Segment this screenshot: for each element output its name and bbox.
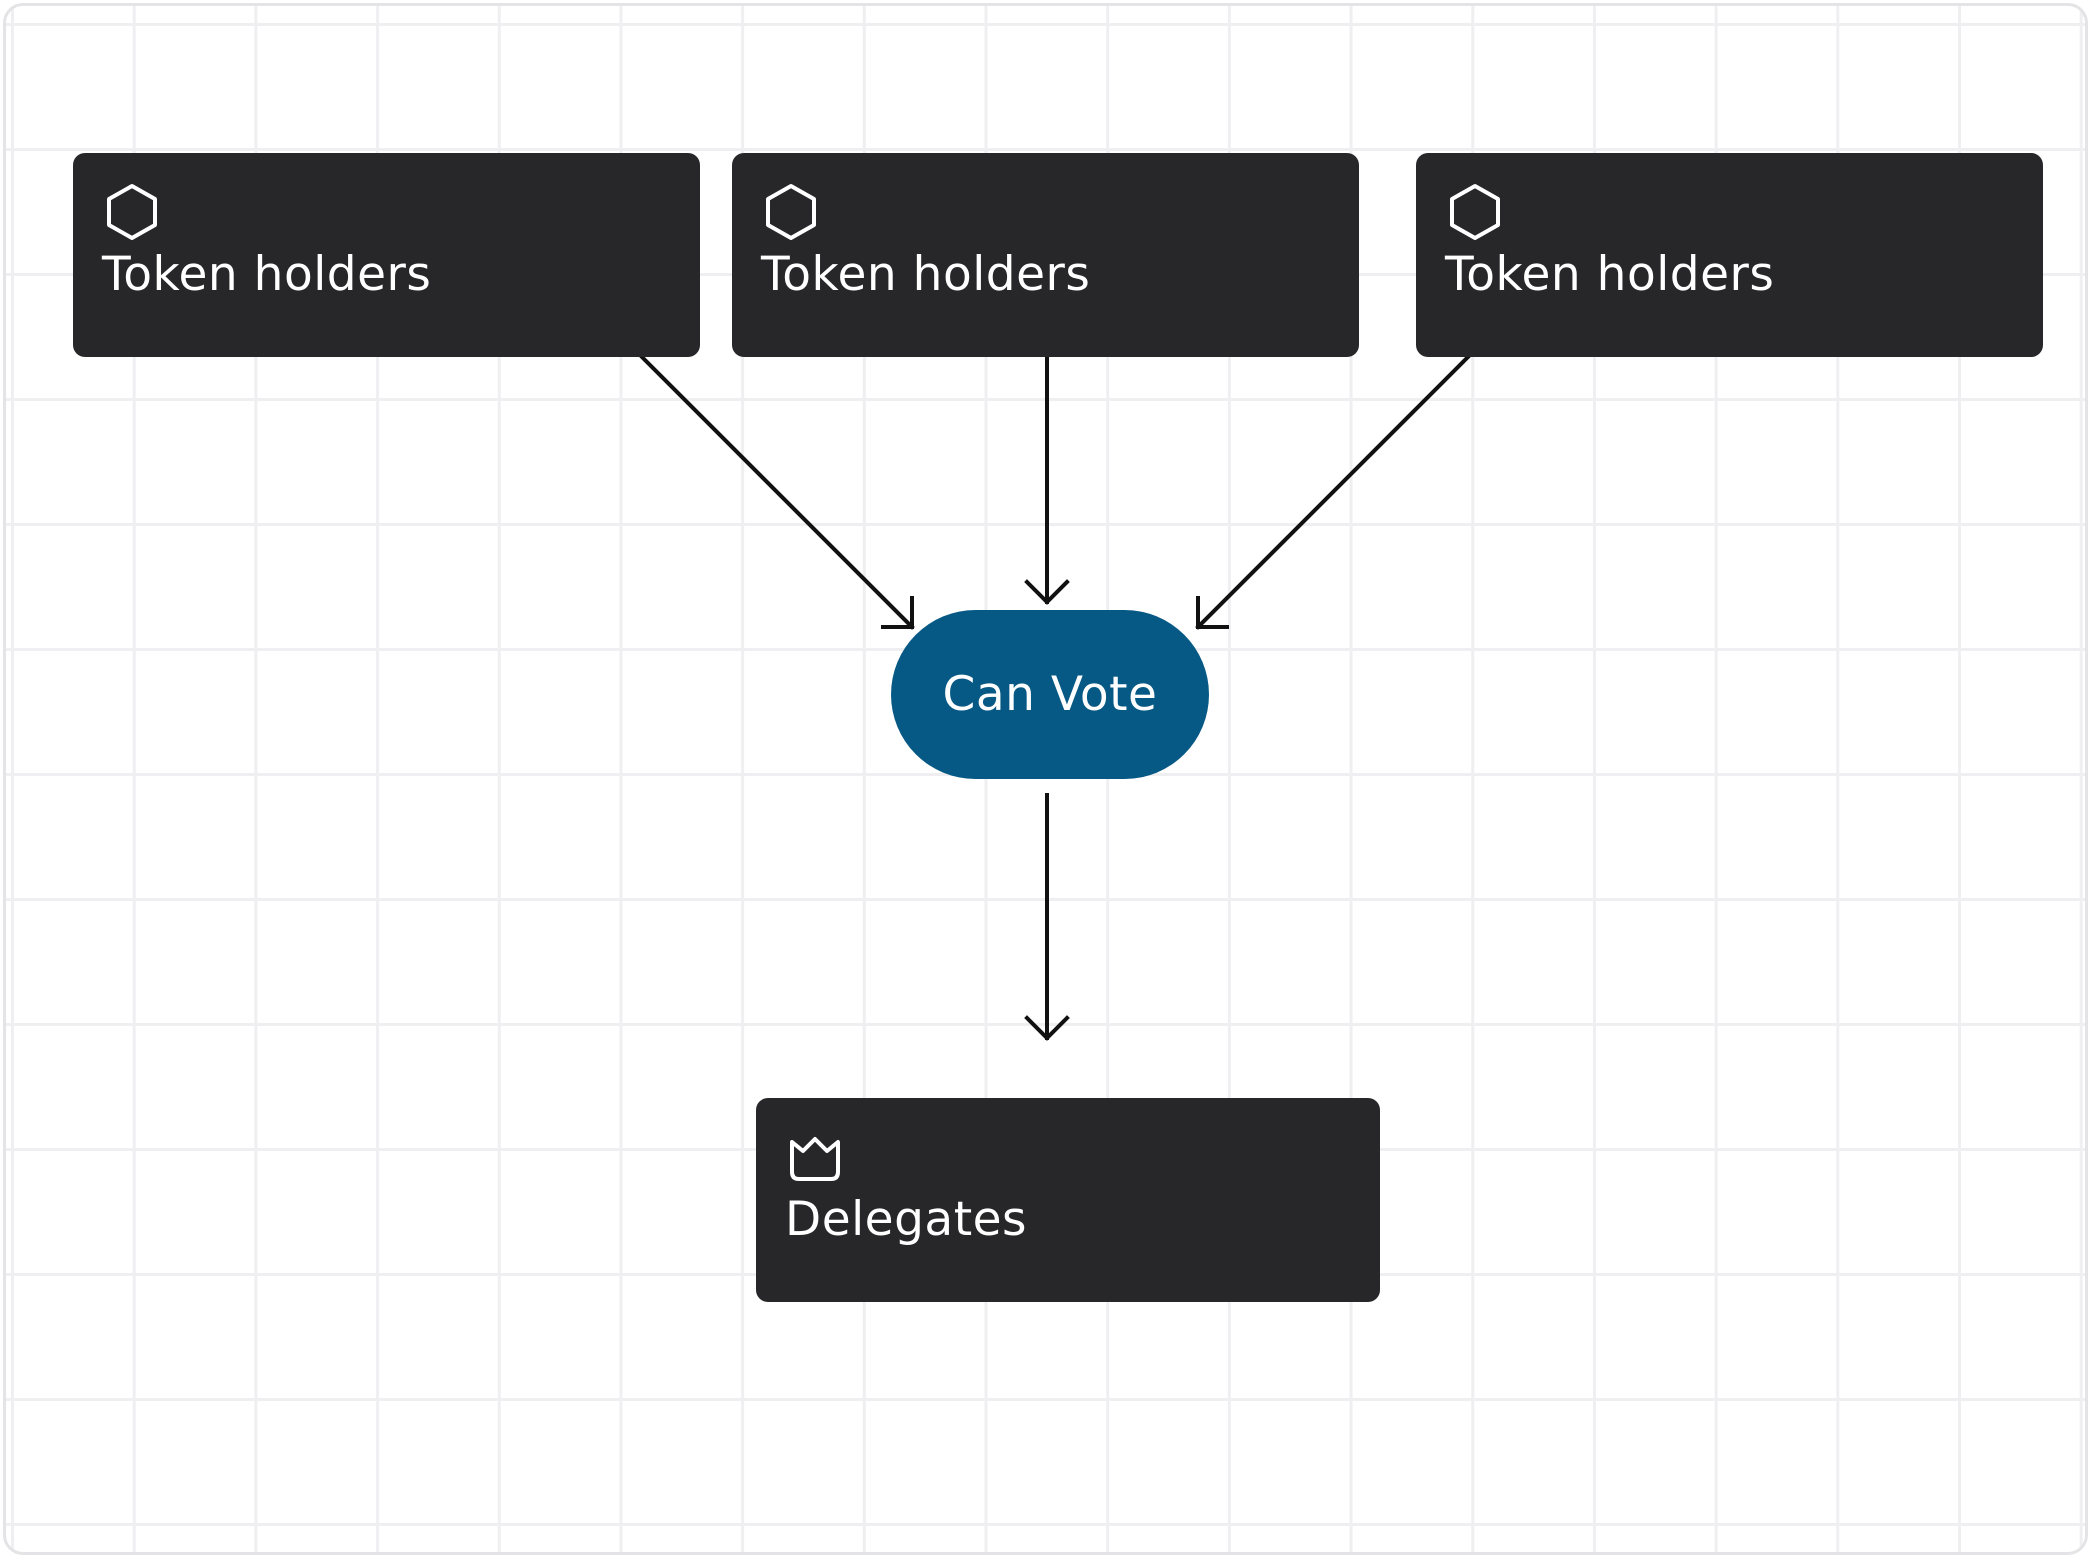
hexagon-icon: [766, 184, 816, 240]
token-holders-node-2[interactable]: Token holders: [732, 153, 1359, 357]
token-holders-label: Token holders: [1445, 247, 1775, 302]
can-vote-decision-node[interactable]: Can Vote: [891, 610, 1209, 779]
token-holders-label: Token holders: [102, 247, 432, 302]
can-vote-label: Can Vote: [942, 667, 1158, 722]
hexagon-icon: [1450, 184, 1500, 240]
crown-icon: [790, 1137, 840, 1181]
token-holders-label: Token holders: [761, 247, 1091, 302]
hexagon-icon: [107, 184, 157, 240]
delegates-node[interactable]: Delegates: [756, 1098, 1380, 1302]
token-holders-node-1[interactable]: Token holders: [73, 153, 700, 357]
delegates-label: Delegates: [785, 1192, 1028, 1247]
token-holders-node-3[interactable]: Token holders: [1416, 153, 2043, 357]
